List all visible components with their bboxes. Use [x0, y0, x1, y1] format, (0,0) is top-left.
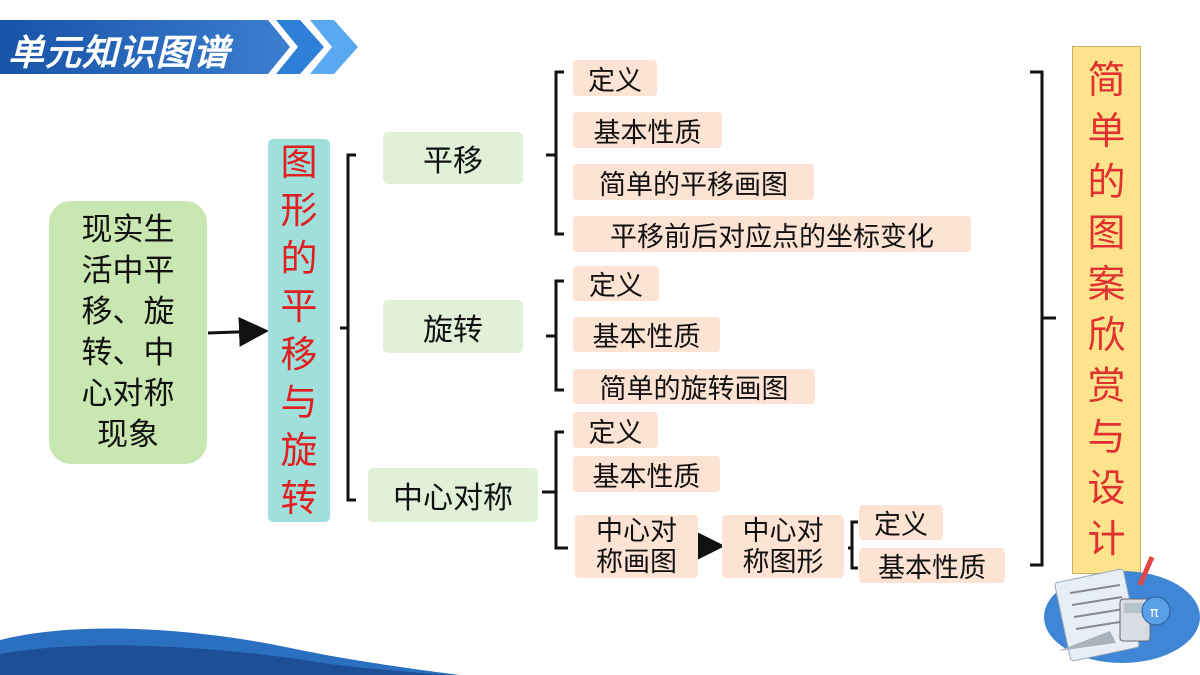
right-char: 与	[1087, 415, 1126, 459]
symmetry-figure-definition: 定义	[859, 505, 943, 541]
rotation-item-properties: 基本性质	[573, 317, 720, 353]
symmetry-drawing-line: 称画图	[596, 546, 677, 578]
header-banner: 单元知识图谱	[0, 18, 360, 76]
left-box-line: 转、中	[81, 334, 175, 371]
category-translation: 平移	[383, 132, 523, 184]
symmetry-item-definition: 定义	[573, 412, 658, 449]
symmetry-figure-properties: 基本性质	[859, 548, 1005, 584]
right-char: 设	[1087, 466, 1126, 510]
center-char: 的	[280, 236, 318, 280]
center-char: 转	[280, 476, 318, 520]
right-char: 欣	[1087, 313, 1126, 357]
translation-rotation-box: 图 形 的 平 移 与 旋 转	[268, 139, 330, 522]
right-char: 单	[1087, 109, 1126, 153]
left-box-line: 现象	[97, 416, 159, 453]
translation-item-coordinates: 平移前后对应点的坐标变化	[573, 216, 971, 253]
right-char: 赏	[1087, 364, 1126, 408]
page-title: 单元知识图谱	[8, 33, 231, 74]
symmetry-drawing-box: 中心对 称画图	[575, 515, 698, 578]
symmetry-figure-box: 中心对 称图形	[722, 515, 844, 578]
center-char: 旋	[280, 428, 318, 472]
category-central-symmetry: 中心对称	[368, 468, 538, 522]
left-box-line: 心对称	[81, 375, 175, 412]
center-char: 移	[280, 332, 318, 376]
real-life-phenomena-box: 现实生 活中平 移、旋 转、中 心对称 现象	[49, 201, 207, 464]
symmetry-item-properties: 基本性质	[573, 456, 720, 493]
pattern-design-box: 简 单 的 图 案 欣 赏 与 设 计	[1072, 46, 1141, 574]
symmetry-figure-line: 称图形	[742, 546, 824, 578]
chevron-icon	[276, 20, 324, 74]
left-box-line: 移、旋	[81, 293, 175, 330]
translation-item-definition: 定义	[573, 60, 657, 97]
symmetry-drawing-line: 中心对	[596, 515, 677, 547]
category-rotation: 旋转	[383, 300, 523, 353]
translation-item-properties: 基本性质	[573, 112, 722, 149]
rotation-item-drawing: 简单的旋转画图	[573, 369, 815, 405]
left-box-line: 活中平	[81, 252, 175, 289]
right-char: 计	[1087, 517, 1126, 561]
center-char: 形	[280, 188, 318, 232]
chevron-icon	[310, 20, 358, 74]
svg-text:π: π	[1150, 605, 1159, 621]
rotation-item-definition: 定义	[573, 266, 659, 302]
left-box-line: 现实生	[81, 211, 175, 248]
right-char: 的	[1087, 160, 1126, 204]
right-char: 简	[1087, 58, 1126, 102]
translation-item-drawing: 简单的平移画图	[573, 164, 814, 201]
symmetry-figure-line: 中心对	[742, 515, 824, 547]
center-char: 图	[280, 140, 318, 184]
center-char: 与	[280, 380, 318, 424]
center-char: 平	[280, 284, 318, 328]
bottom-wave-decoration	[0, 628, 460, 675]
banner-shape	[0, 20, 358, 74]
right-char: 案	[1087, 262, 1126, 306]
right-char: 图	[1087, 211, 1126, 255]
math-stationery-illustration: π	[1044, 556, 1200, 663]
